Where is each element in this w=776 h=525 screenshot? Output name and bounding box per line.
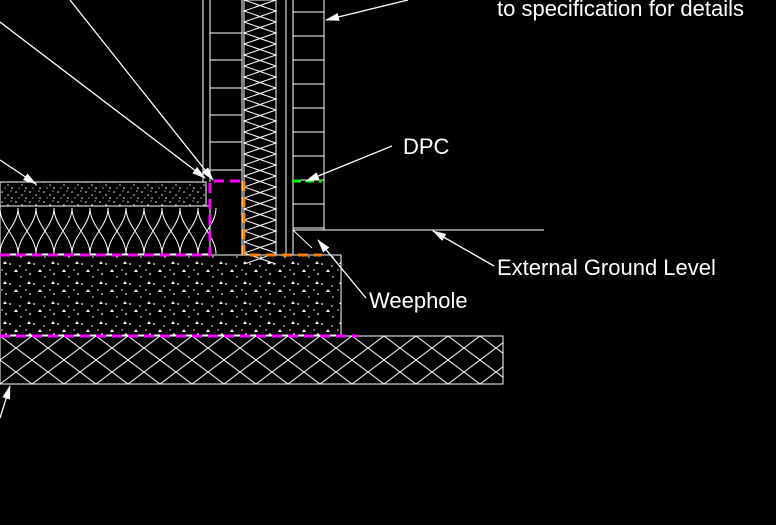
outer-leaf-brickwork — [285, 0, 325, 255]
floor-insulation — [0, 205, 217, 255]
leader-ground-level — [432, 230, 495, 267]
hardcore-sub-base — [0, 335, 504, 385]
leader-weephole — [317, 239, 367, 299]
concrete-slab — [0, 254, 342, 336]
leader-lines — [0, 0, 495, 419]
damp-proof-membrane — [0, 179, 358, 338]
leader-top-left-2 — [69, 0, 214, 181]
dpc-label: DPC — [403, 134, 450, 159]
cavity-insulation — [242, 0, 278, 265]
leader-spec — [325, 0, 409, 21]
floor-screed — [0, 181, 207, 207]
inner-leaf-blockwork — [202, 0, 243, 255]
leader-bottom-left — [0, 385, 11, 419]
spec-note-label: to specification for details — [497, 0, 744, 21]
leader-screed — [0, 159, 37, 185]
cavity-tray — [242, 181, 322, 257]
leader-dpc — [305, 145, 393, 182]
leader-top-left-1 — [0, 21, 206, 179]
external-ground-level-label: External Ground Level — [497, 255, 716, 280]
weephole-label: Weephole — [369, 288, 468, 313]
